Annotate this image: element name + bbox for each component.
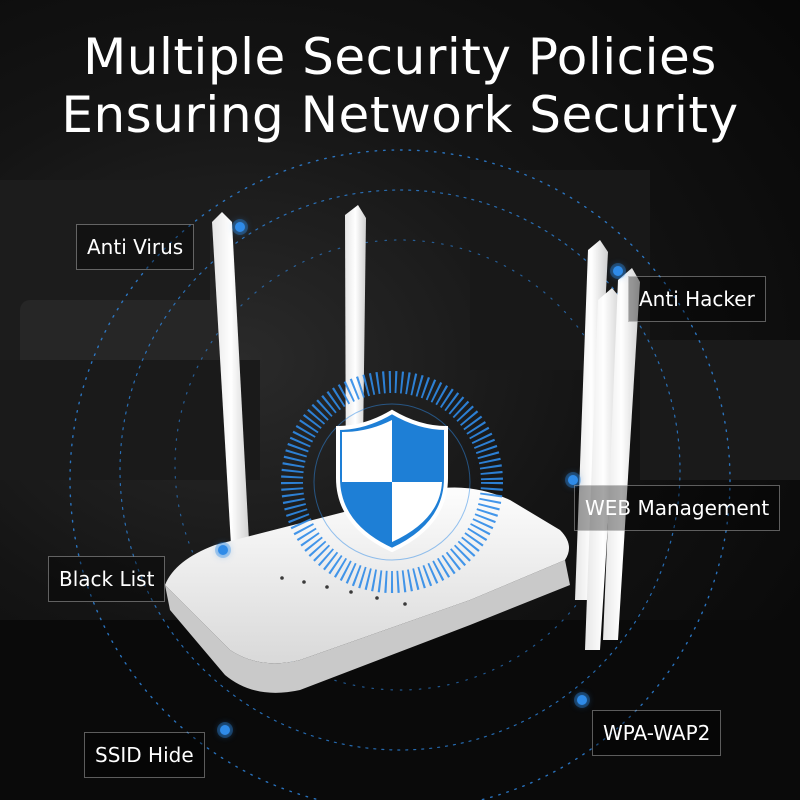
feature-label-wpa-wap2: WPA-WAP2 (592, 710, 722, 756)
feature-label-ssid-hide: SSID Hide (84, 732, 205, 778)
feature-label-anti-hacker: Anti Hacker (628, 276, 766, 322)
anti-virus-dot (235, 222, 245, 232)
anti-hacker-dot (613, 266, 623, 276)
router-antenna-left (212, 212, 250, 562)
web-management-dot (568, 475, 578, 485)
headline-line-1: Multiple Security Policies (83, 28, 717, 86)
feature-label-black-list: Black List (48, 556, 166, 602)
feature-label-anti-virus: Anti Virus (76, 224, 195, 270)
headline-line-2: Ensuring Network Security (61, 86, 739, 144)
shield-ripple-ring (281, 371, 503, 593)
black-list-dot (218, 545, 228, 555)
router-antennas-front (585, 268, 640, 650)
feature-label-web-management: WEB Management (574, 485, 781, 531)
wpa-wap2-dot (577, 695, 587, 705)
security-shield-icon (336, 409, 448, 553)
headline: Multiple Security Policies Ensuring Netw… (0, 28, 800, 144)
ssid-hide-dot (220, 725, 230, 735)
router-body (165, 487, 570, 693)
